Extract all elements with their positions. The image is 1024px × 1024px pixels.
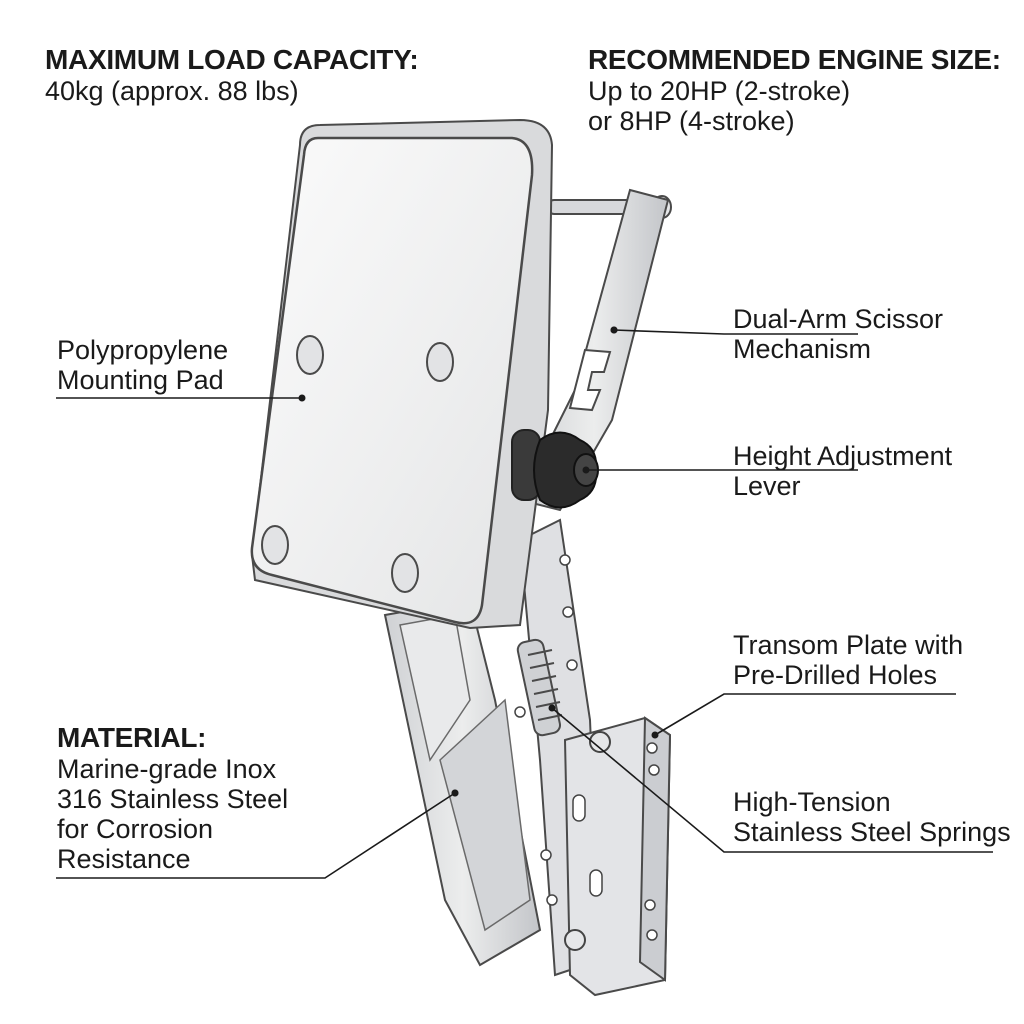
mounting-pad bbox=[250, 118, 554, 630]
material-line-4: Resistance bbox=[57, 844, 191, 874]
callout-mounting-pad-line-2: Mounting Pad bbox=[57, 365, 224, 395]
callout-lines bbox=[56, 329, 993, 879]
callout-mounting-pad: Polypropylene Mounting Pad bbox=[57, 335, 228, 395]
callout-dots bbox=[298, 326, 659, 797]
adjustment-slot bbox=[568, 348, 612, 412]
leader-transom bbox=[654, 693, 956, 736]
load-capacity-heading: MAXIMUM LOAD CAPACITY: bbox=[45, 44, 419, 75]
callout-transom-line-1: Transom Plate with bbox=[733, 630, 964, 660]
material-line-2: 316 Stainless Steel bbox=[57, 784, 289, 814]
spec-engine-size: RECOMMENDED ENGINE SIZE: Up to 20HP (2-s… bbox=[588, 44, 1001, 136]
callout-lever-line-2: Lever bbox=[733, 471, 801, 501]
transom-plate bbox=[563, 716, 672, 997]
load-capacity-value: 40kg (approx. 88 lbs) bbox=[45, 76, 299, 106]
callout-springs: High-Tension Stainless Steel Springs bbox=[733, 787, 1011, 847]
callout-transom-line-2: Pre-Drilled Holes bbox=[733, 660, 938, 690]
leader-springs bbox=[551, 707, 993, 853]
callout-transom: Transom Plate with Pre-Drilled Holes bbox=[733, 630, 963, 690]
engine-size-line-1: Up to 20HP (2-stroke) bbox=[588, 76, 851, 106]
spring bbox=[516, 638, 563, 737]
material-line-1: Marine-grade Inox bbox=[57, 754, 277, 784]
callout-springs-line-2: Stainless Steel Springs bbox=[733, 817, 1011, 847]
callout-springs-line-1: High-Tension bbox=[733, 787, 891, 817]
main-arm bbox=[383, 598, 542, 967]
height-adjustment-knob bbox=[511, 429, 599, 509]
leader-material bbox=[56, 792, 456, 879]
callout-lever-line-1: Height Adjustment bbox=[733, 441, 953, 471]
material-line-3: for Corrosion bbox=[57, 814, 214, 844]
engine-size-heading: RECOMMENDED ENGINE SIZE: bbox=[588, 44, 1001, 75]
spec-material: MATERIAL: Marine-grade Inox 316 Stainles… bbox=[57, 722, 288, 874]
callout-scissor-line-1: Dual-Arm Scissor bbox=[733, 304, 944, 334]
callout-lever: Height Adjustment Lever bbox=[733, 441, 952, 501]
callout-scissor: Dual-Arm Scissor Mechanism bbox=[733, 304, 943, 364]
engine-size-line-2: or 8HP (4-stroke) bbox=[588, 106, 795, 136]
pad-holes bbox=[261, 335, 454, 593]
callout-scissor-line-2: Mechanism bbox=[733, 334, 872, 364]
leader-scissor bbox=[613, 329, 858, 335]
callout-mounting-pad-line-1: Polypropylene bbox=[57, 335, 229, 365]
spec-load-capacity: MAXIMUM LOAD CAPACITY: 40kg (approx. 88 … bbox=[45, 44, 419, 106]
material-heading: MATERIAL: bbox=[57, 722, 207, 753]
